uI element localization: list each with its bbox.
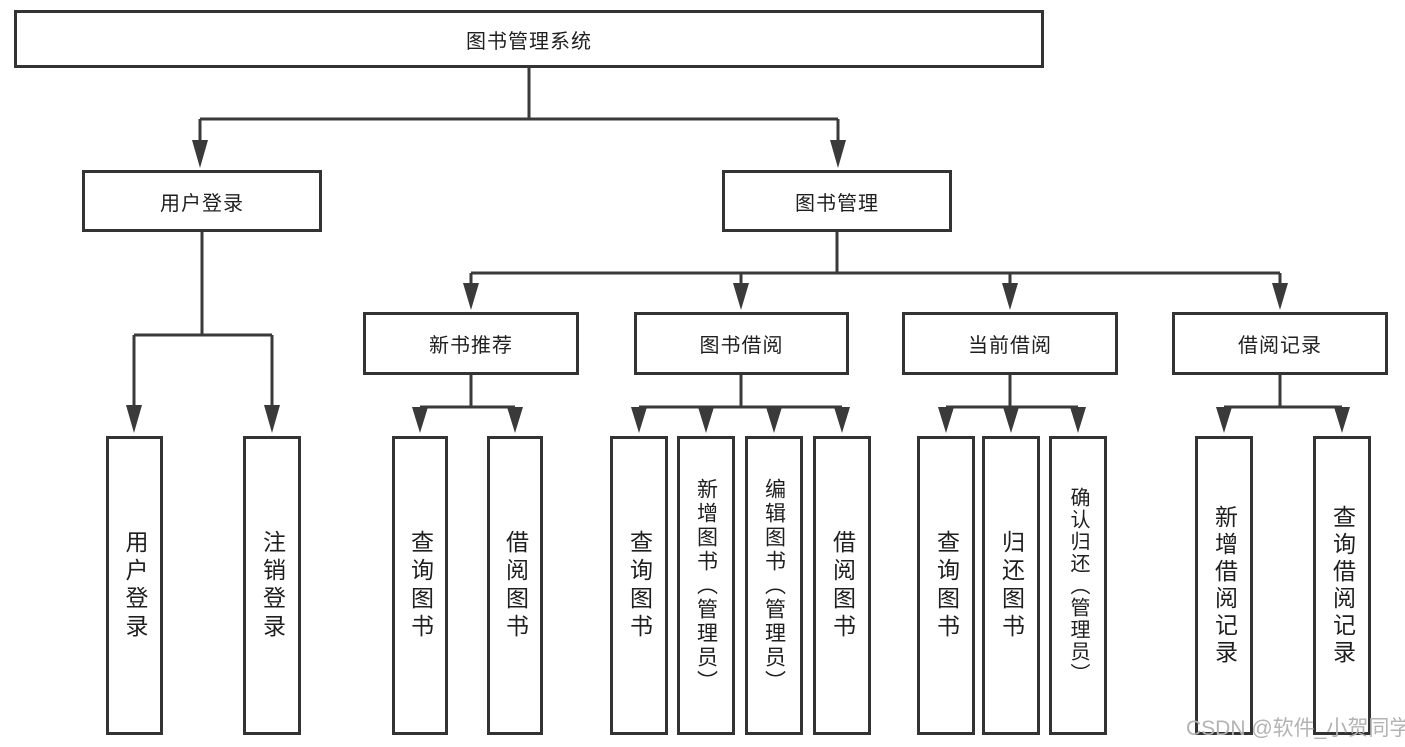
node-leaf-query-book-borrowing: 查询图书	[610, 436, 668, 735]
node-leaf-borrow-book-borrowing: 借阅图书	[813, 436, 871, 735]
node-leaf-logout: 注销登录	[243, 436, 301, 735]
arrow-leaf-borrow-book-borrowing	[834, 407, 850, 433]
leaf-confirm-return-admin-label: 确认归还（管理员）	[1067, 486, 1089, 685]
leaf-query-borrow-record-label: 查询借阅记录	[1329, 504, 1356, 667]
arrow-leaf-logout	[264, 405, 280, 433]
node-user-login-group: 用户登录	[82, 170, 322, 232]
leaf-logout-label: 注销登录	[259, 529, 286, 642]
node-book-borrowing: 图书借阅	[634, 312, 849, 375]
arrow-leaf-return-book	[1003, 407, 1019, 433]
arrow-book-borrowing	[733, 283, 749, 310]
node-borrowing-records: 借阅记录	[1172, 312, 1388, 375]
node-new-book-recommend: 新书推荐	[363, 312, 579, 375]
node-leaf-return-book: 归还图书	[982, 436, 1040, 735]
arrow-leaf-query-book-recommend	[412, 407, 428, 433]
node-current-borrowing: 当前借阅	[902, 312, 1118, 375]
node-leaf-borrow-book-recommend: 借阅图书	[487, 436, 543, 735]
leaf-edit-book-admin-label: 编辑图书（管理员）	[762, 477, 786, 694]
arrow-user-login-group	[192, 140, 208, 168]
arrow-book-management	[830, 140, 846, 168]
arrow-leaf-borrow-book-recommend	[507, 407, 523, 433]
node-leaf-user-login: 用户登录	[106, 436, 163, 735]
arrow-leaf-query-book-current	[938, 407, 954, 433]
leaf-query-book-borrowing-label: 查询图书	[626, 529, 653, 642]
leaf-query-book-current-label: 查询图书	[933, 529, 960, 642]
node-leaf-query-borrow-record: 查询借阅记录	[1313, 436, 1371, 735]
leaf-query-book-recommend-label: 查询图书	[407, 529, 434, 642]
arrow-leaf-query-borrow-record	[1334, 407, 1350, 433]
arrow-current-borrowing	[1002, 283, 1018, 310]
leaf-user-login-label: 用户登录	[122, 529, 148, 642]
leaf-borrow-book-borrowing-label: 借阅图书	[829, 529, 856, 642]
node-leaf-edit-book-admin: 编辑图书（管理员）	[745, 436, 803, 735]
node-leaf-query-book-current: 查询图书	[917, 436, 975, 735]
arrow-leaf-edit-book-admin	[766, 407, 782, 433]
arrow-leaf-query-book-borrowing	[631, 407, 647, 433]
leaf-return-book-label: 归还图书	[998, 529, 1025, 642]
node-leaf-add-book-admin: 新增图书（管理员）	[677, 436, 735, 735]
leaf-add-borrow-record-label: 新增借阅记录	[1211, 504, 1238, 667]
arrow-leaf-add-book-admin	[698, 407, 714, 433]
arrow-leaf-user-login	[126, 405, 142, 433]
leaf-add-book-admin-label: 新增图书（管理员）	[694, 477, 718, 694]
node-leaf-query-book-recommend: 查询图书	[392, 436, 448, 735]
node-leaf-confirm-return-admin: 确认归还（管理员）	[1049, 436, 1107, 735]
arrow-leaf-confirm-return-admin	[1070, 407, 1086, 433]
node-leaf-add-borrow-record: 新增借阅记录	[1195, 436, 1253, 735]
arrow-new-book-recommend	[463, 283, 479, 310]
node-root: 图书管理系统	[14, 10, 1044, 68]
csdn-watermark: CSDN @软件_小贺同学	[1186, 717, 1405, 740]
arrow-leaf-add-borrow-record	[1216, 407, 1232, 433]
node-book-management: 图书管理	[722, 170, 952, 232]
arrow-borrowing-records	[1272, 283, 1288, 310]
leaf-borrow-book-recommend-label: 借阅图书	[502, 529, 529, 642]
